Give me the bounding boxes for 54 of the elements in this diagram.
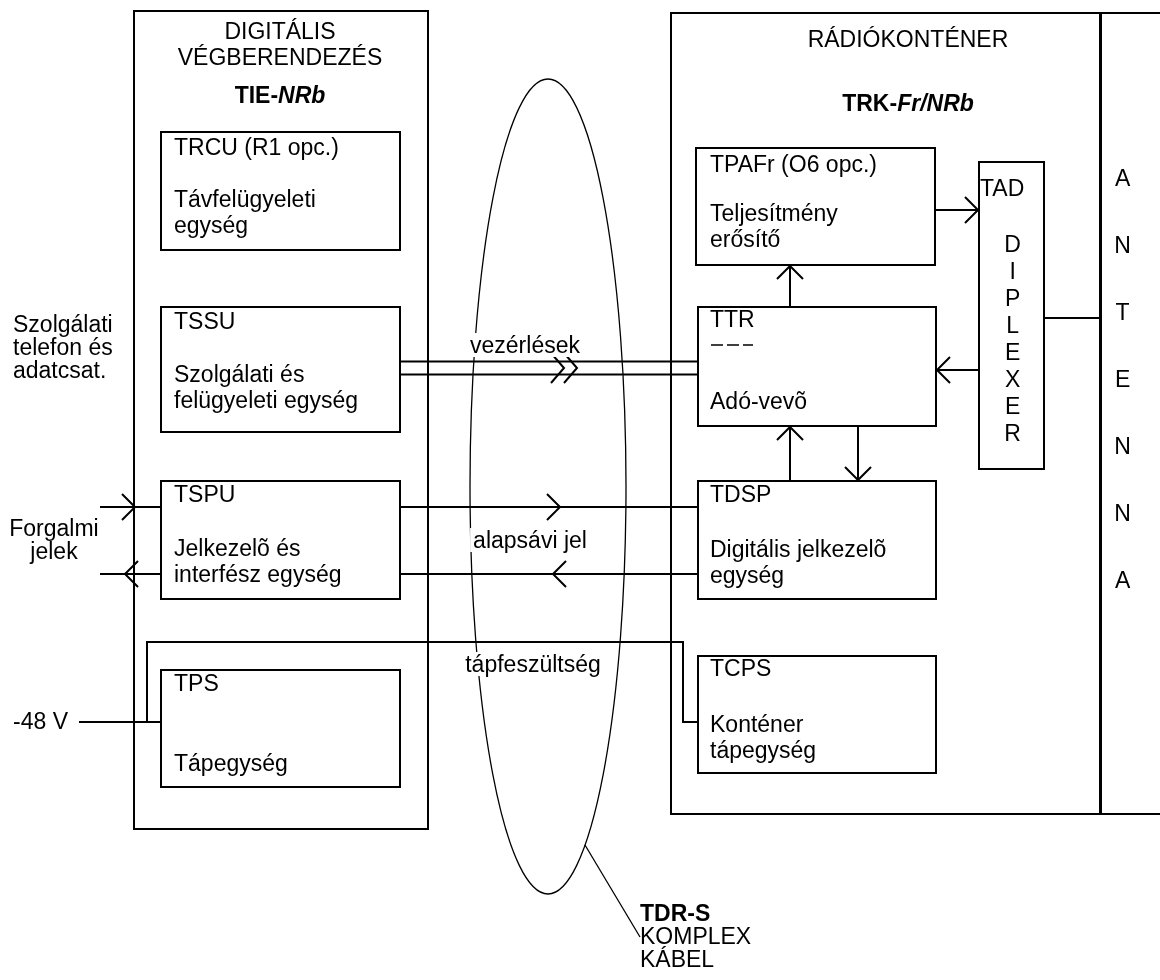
connector-line	[1044, 317, 1101, 319]
connector-line	[146, 641, 698, 723]
arrow	[935, 356, 979, 384]
cable-description: KOMPLEX KÁBEL	[640, 925, 753, 971]
module-description: Digitális jelkezelõ egység	[710, 536, 888, 588]
panel-title: DIGITÁLIS VÉGBERENDEZÉS	[176, 18, 384, 70]
arrow	[400, 560, 698, 588]
arrow	[99, 560, 161, 588]
device-panel	[133, 10, 429, 830]
module-code: TTR	[710, 306, 756, 332]
module-box	[160, 306, 401, 433]
module-box	[160, 131, 401, 251]
arrow	[400, 493, 698, 521]
voltage-label: -48 V	[13, 708, 69, 734]
module-code: TAD	[980, 175, 1026, 201]
module-box	[160, 669, 401, 788]
module-code: TPAFr (O6 opc.)	[710, 151, 878, 177]
signal-label: Forgalmi jelek	[8, 517, 100, 563]
module-code: TRCU (R1 opc.)	[174, 134, 340, 160]
vertical-label: ANTENNA	[1114, 164, 1132, 595]
module-description: Adó-vevõ	[710, 388, 809, 414]
arrow	[776, 425, 804, 481]
arrow	[99, 493, 161, 521]
module-box	[697, 655, 937, 774]
module-description: Teljesítmény erősítő	[710, 200, 839, 252]
module-box	[160, 480, 401, 600]
module-code: TSSU	[174, 308, 237, 334]
module-code: TCPS	[710, 655, 773, 681]
cable-code: TDR-S	[640, 902, 712, 925]
antenna-band	[1100, 12, 1160, 815]
module-box	[697, 480, 937, 600]
module-description: Szolgálati és felügyeleti egység	[174, 361, 360, 413]
arrow	[935, 196, 980, 224]
module-description: Távfelügyeleti egység	[174, 186, 317, 238]
signal-label: Szolgálati telefon és adatcsat.	[13, 313, 114, 382]
module-box	[695, 147, 936, 266]
module-description: Jelkezelõ és interfész egység	[174, 535, 343, 587]
model-code: TRK-Fr/NRb	[841, 90, 975, 116]
vertical-label: DIPLEXER	[1004, 231, 1022, 447]
panel-title: RÁDIÓKONTÉNER	[806, 26, 1010, 52]
edge-label: vezérlések	[467, 333, 583, 357]
leader-line	[584, 844, 641, 938]
diplexer-box	[978, 161, 1045, 470]
module-code: TSPU	[174, 481, 237, 507]
device-panel	[670, 12, 1101, 815]
module-code: TPS	[174, 670, 220, 696]
arrow	[776, 264, 804, 307]
module-description: Konténer tápegység	[710, 711, 818, 763]
module-description: Tápegység	[174, 750, 289, 776]
arrow	[844, 426, 872, 482]
model-code: TIE-NRb	[233, 82, 327, 108]
module-code: TDSP	[710, 481, 773, 507]
double-line	[400, 360, 698, 376]
module-box	[697, 306, 937, 427]
